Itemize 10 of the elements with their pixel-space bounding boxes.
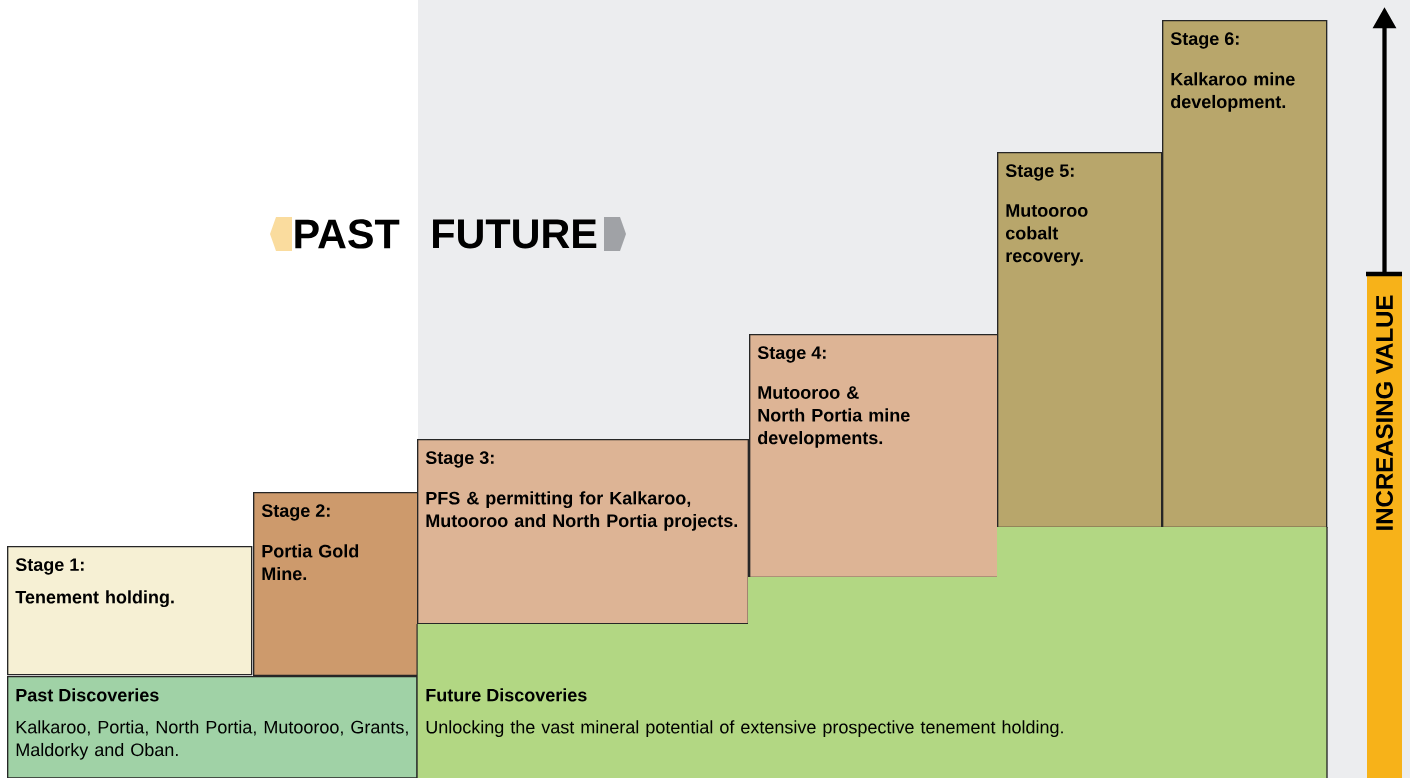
stage-box: Stage 2: Portia Gold Mine.	[253, 492, 419, 676]
stage-box: Stage 1: Tenement holding.	[7, 546, 253, 676]
stage-box: Stage 5: Mutooroo cobalt recovery.	[997, 152, 1163, 528]
stage-box: Stage 3: PFS & permitting for Kalkaroo, Mutooroo and North Portia projects.	[417, 439, 749, 625]
stage-box: Stage 4: Mutooroo & North Portia mine developments.	[749, 334, 999, 578]
future-label: FUTURE	[433, 217, 626, 251]
past-label: PAST	[270, 217, 400, 251]
increasing-value-bar: INCREASING VALUE	[1367, 274, 1402, 778]
discoveries-panel: Past Discoveries Kalkaroo, Portia, North Portia, Mutooroo, Grants, Maldorky and Oban.	[7, 676, 418, 778]
stage-box: Stage 6: Kalkaroo mine development.	[1162, 20, 1328, 528]
